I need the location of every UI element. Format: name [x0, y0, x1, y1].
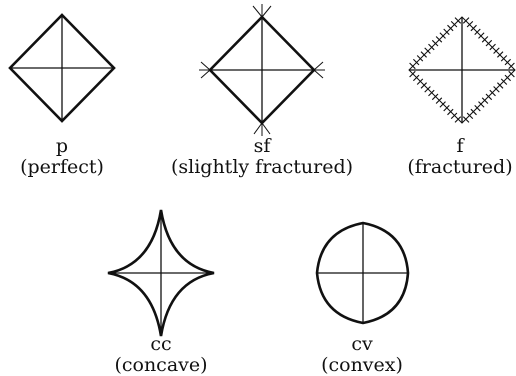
fracture-tick [413, 74, 420, 82]
fracture-tick [481, 36, 489, 43]
fracture-tick [450, 112, 458, 119]
fractured-shape [408, 16, 516, 124]
concave-code: cc [150, 333, 172, 355]
perfect-description: (perfect) [20, 156, 104, 178]
fracture-tick [416, 78, 424, 85]
slightly-fractured-description: (slightly fractured) [170, 156, 354, 178]
convex-description: (convex) [321, 354, 403, 376]
fracture-tick [454, 116, 462, 123]
fractured-label: f (fractured) [407, 136, 512, 178]
perfect-code: p [55, 135, 69, 157]
fracture-tick [428, 89, 435, 97]
perfect-shape [8, 13, 116, 123]
fracture-tick [428, 43, 435, 51]
perfect-label: p (perfect) [20, 136, 104, 178]
fracture-tick [447, 24, 454, 32]
slightly-fractured-code: sf [253, 135, 271, 157]
fracture-tick [439, 32, 446, 39]
fracture-tick [420, 51, 427, 58]
fracture-tick [508, 62, 515, 70]
concave-description: (concave) [114, 354, 208, 376]
fracture-tick [435, 97, 443, 104]
fracture-tick [443, 105, 450, 112]
fracture-tick [409, 62, 416, 70]
fracture-tick [504, 58, 511, 66]
fracture-tick [447, 108, 454, 116]
fracture-tick [493, 47, 500, 54]
fracture-tick [435, 36, 443, 43]
concave-label: cc (concave) [114, 334, 207, 376]
fracture-tick [485, 39, 493, 47]
fracture-tick [420, 82, 427, 89]
fracture-tick [497, 51, 504, 58]
slightly-fractured-shape [199, 4, 325, 136]
fracture-tick [474, 105, 481, 112]
fracture-tick [466, 21, 474, 28]
fracture-tick [443, 28, 450, 35]
fracture-tick [413, 58, 420, 66]
fracture-tick [450, 21, 458, 28]
fracture-tick [424, 86, 431, 93]
fracture-tick [474, 28, 481, 35]
fracture-tick [431, 39, 439, 47]
fracture-tick [497, 82, 504, 89]
fracture-tick [485, 93, 493, 101]
fracture-tick [500, 55, 508, 62]
convex-label: cv (convex) [321, 334, 403, 376]
fracture-tick [489, 89, 496, 97]
fracture-tick [500, 78, 508, 85]
convex-code: cv [351, 333, 373, 355]
fracture-tick [470, 24, 477, 32]
fracture-tick [439, 101, 446, 108]
fracture-tick [462, 116, 470, 123]
fracture-tick [489, 43, 496, 51]
convex-shape [315, 221, 410, 325]
fracture-tick [462, 17, 470, 24]
fracture-tick [508, 70, 515, 78]
fracture-tick [478, 32, 485, 39]
fracture-tick [424, 47, 431, 54]
fracture-tick [481, 97, 489, 104]
fracture-tick [478, 101, 485, 108]
slightly-fractured-label: sf (slightly fractured) [171, 136, 353, 178]
fracture-tick [493, 86, 500, 93]
fracture-tick [431, 93, 439, 101]
fracture-tick [466, 112, 474, 119]
fracture-tick [504, 74, 511, 82]
fracture-tick [409, 70, 416, 78]
fracture-hatching [409, 17, 515, 123]
fractured-description: (fractured) [407, 156, 513, 178]
fracture-tick [454, 17, 462, 24]
concave-shape [107, 209, 215, 337]
fractured-code: f [456, 135, 464, 157]
fracture-tick [470, 108, 477, 116]
crack-marks [199, 4, 325, 136]
fracture-tick [416, 55, 424, 62]
